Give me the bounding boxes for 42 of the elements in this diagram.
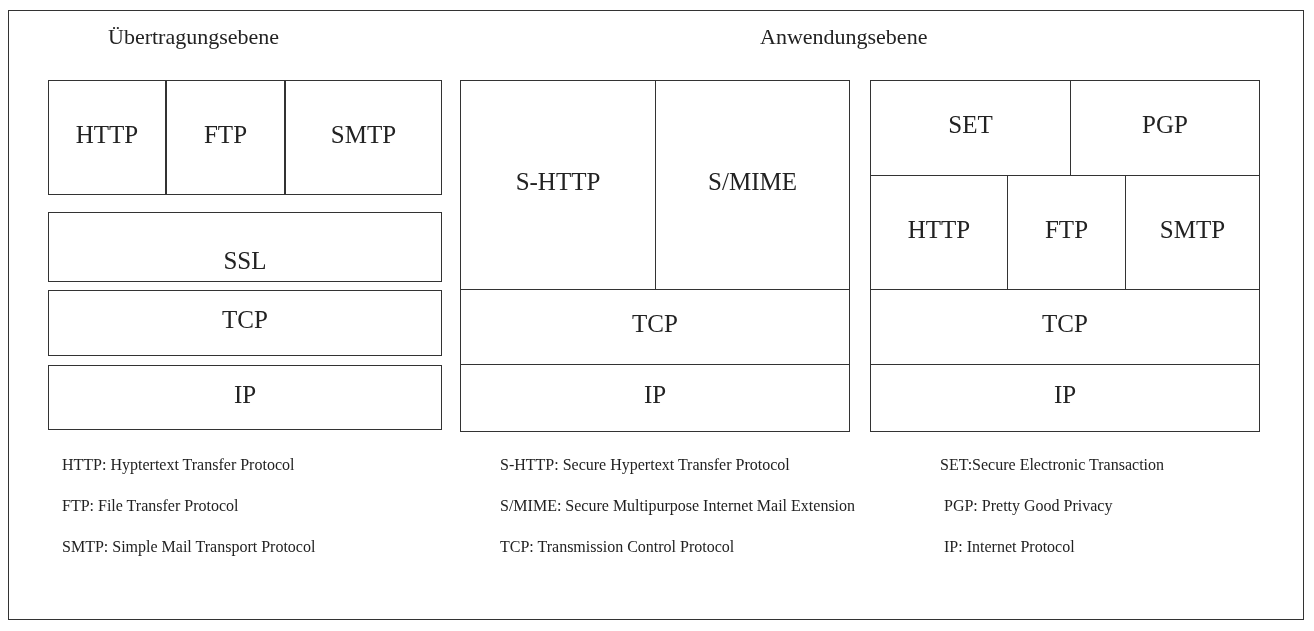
protocol-layer-box bbox=[460, 364, 850, 432]
section-heading: Anwendungsebene bbox=[760, 24, 928, 50]
protocol-layer-box bbox=[870, 80, 1071, 176]
abbreviation-definition: S/MIME: Secure Multipurpose Internet Mail Extension bbox=[500, 497, 856, 515]
protocol-name: TCP bbox=[632, 310, 678, 339]
protocol-name: FTP bbox=[1044, 215, 1089, 245]
protocol-layer-box bbox=[1070, 80, 1260, 176]
protocol-name: HTTP bbox=[907, 215, 971, 245]
protocol-name: TCP bbox=[1042, 310, 1088, 339]
protocol-name: SMTP bbox=[1159, 215, 1226, 245]
abbreviation-definition: PGP: Pretty Good Privacy bbox=[944, 497, 1113, 515]
protocol-name: SET bbox=[948, 111, 993, 140]
abbreviation-definition: SET:Secure Electronic Transaction bbox=[940, 456, 1165, 474]
abbreviation-definition: S-HTTP: Secure Hypertext Transfer Protocol bbox=[500, 456, 790, 474]
protocol-layer-box bbox=[870, 289, 1260, 365]
protocol-name: TCP bbox=[222, 306, 268, 335]
protocol-layer-box bbox=[655, 80, 850, 290]
abbreviation-definition: TCP: Transmission Control Protocol bbox=[500, 538, 735, 556]
section-heading: Übertragungsebene bbox=[108, 24, 280, 50]
protocol-layer-box bbox=[48, 365, 442, 430]
abbreviation-definition: HTTP: Hyptertext Transfer Protocol bbox=[62, 456, 295, 474]
abbreviation-definition: SMTP: Simple Mail Transport Protocol bbox=[62, 538, 316, 556]
protocol-layer-box bbox=[48, 290, 442, 356]
protocol-layer-box bbox=[870, 364, 1260, 432]
protocol-name: HTTP bbox=[75, 120, 139, 150]
protocol-name: IP bbox=[643, 381, 667, 410]
protocol-name: S-HTTP bbox=[515, 168, 601, 197]
protocol-name: PGP bbox=[1142, 111, 1188, 140]
abbreviation-definition: IP: Internet Protocol bbox=[944, 538, 1075, 556]
protocol-name: SMTP bbox=[330, 120, 397, 150]
protocol-layer-box bbox=[48, 80, 166, 195]
protocol-layer-box bbox=[166, 80, 285, 195]
protocol-name: SSL bbox=[223, 247, 267, 276]
protocol-name: FTP bbox=[203, 120, 248, 150]
protocol-name: IP bbox=[233, 380, 257, 410]
protocol-name: IP bbox=[1053, 381, 1077, 410]
abbreviation-definition: FTP: File Transfer Protocol bbox=[62, 497, 239, 515]
protocol-layer-box bbox=[285, 80, 442, 195]
protocol-layer-box bbox=[460, 80, 656, 290]
protocol-layer-box bbox=[48, 212, 442, 282]
protocol-layer-box bbox=[460, 289, 850, 365]
protocol-name: S/MIME bbox=[708, 168, 797, 197]
